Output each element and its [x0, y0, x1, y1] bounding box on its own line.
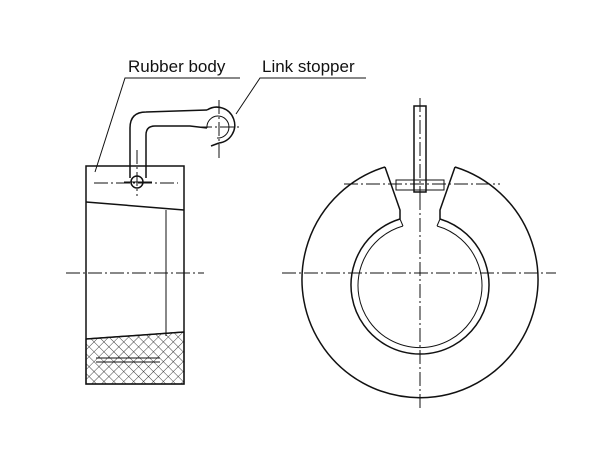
side-view	[66, 77, 366, 385]
link-arm-inner	[145, 125, 208, 178]
front-view	[282, 98, 556, 410]
taper-line-top	[85, 201, 185, 211]
bore-step-left	[399, 218, 404, 227]
link-stopper-label: Link stopper	[262, 57, 355, 76]
link-stopper-hook-inner	[206, 115, 230, 139]
hook-tip	[210, 142, 220, 147]
stopper-pin	[395, 179, 445, 191]
slot-wall-right	[439, 166, 456, 219]
inner-bore-inner	[357, 225, 483, 349]
link-stopper-leader	[235, 77, 366, 115]
rubber-body-label: Rubber body	[128, 57, 226, 76]
link-stopper-hook	[206, 106, 236, 144]
link-arm-outer	[129, 109, 208, 178]
slot-wall-left	[384, 166, 401, 219]
rubber-body-leader	[94, 77, 240, 173]
bore-step-right	[436, 218, 441, 227]
